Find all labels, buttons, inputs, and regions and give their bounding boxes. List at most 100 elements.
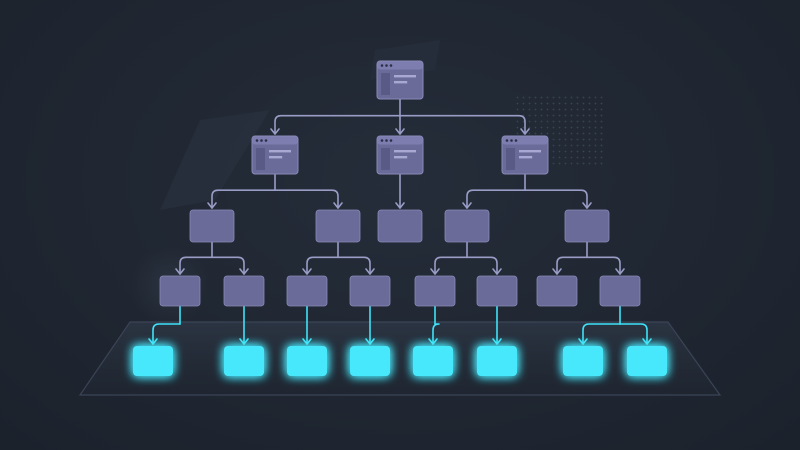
leaf-node-leaf-e [413, 346, 453, 376]
arrow-head [642, 338, 652, 345]
connector-branch [466, 256, 498, 275]
connector-branch [586, 256, 621, 275]
sub-branch-node-l3-d [349, 275, 391, 307]
connector-branch [274, 189, 339, 209]
window-text-line [394, 81, 408, 84]
leaf-node-leaf-c [287, 346, 327, 376]
arrow-head [365, 338, 375, 345]
window-sidebar-block [381, 73, 390, 95]
arrow-head [462, 202, 472, 209]
leaf-node-leaf-f [477, 346, 517, 376]
arrow-head [395, 128, 405, 135]
arrow-head [552, 268, 562, 275]
branch-node-l2-c [377, 209, 423, 243]
window-dot [260, 139, 263, 142]
arrow-head [395, 202, 405, 209]
window-dot [255, 139, 259, 142]
window-dot [385, 64, 388, 67]
connector-l3-c [302, 305, 312, 345]
arrow-head [239, 268, 249, 275]
connector-l3-a [148, 305, 181, 345]
branch-node-l2-b [315, 209, 361, 243]
window-node-l1-a [251, 135, 299, 175]
connector-branch [399, 114, 526, 135]
window-node-l1-b [376, 135, 424, 175]
connector-l3-f [492, 305, 502, 345]
sub-branch-node-l3-h [599, 275, 641, 307]
connector-branch [619, 323, 648, 345]
arrow-head [365, 268, 375, 275]
connector-branch [466, 189, 526, 209]
branch-node-l2-a [189, 209, 235, 243]
platform-base [78, 321, 722, 396]
sub-branch-node-l3-e [414, 275, 456, 307]
window-dot [514, 139, 518, 142]
window-dot [264, 139, 268, 142]
window-node-l1-c [501, 135, 549, 175]
window-dot [389, 64, 393, 67]
window-dot [389, 139, 393, 142]
arrow-head [302, 338, 312, 345]
connector-root-level1 [270, 98, 530, 135]
connector-lines [148, 98, 652, 345]
arrow-head [270, 128, 280, 135]
connector-branch [211, 256, 245, 275]
arrow-head [239, 338, 249, 345]
leaf-node-leaf-a [133, 346, 173, 376]
connector-branch [432, 323, 440, 345]
window-title-bar [377, 136, 423, 145]
connector-l3-d [365, 305, 375, 345]
arrow-head [175, 268, 185, 275]
window-sidebar-block [256, 148, 265, 170]
connector-l1-a [207, 173, 343, 209]
window-title-bar [252, 136, 298, 145]
connector-branch [274, 114, 401, 135]
arrow-head [520, 128, 530, 135]
connector-l2-e [552, 241, 625, 275]
connector-l1-c [462, 173, 592, 209]
window-sidebar-block [381, 148, 390, 170]
connector-branch [152, 323, 181, 345]
window-node-root [376, 60, 424, 100]
branch-node-l2-e [564, 209, 610, 243]
connector-l3-b [239, 305, 249, 345]
window-text-line [519, 156, 533, 159]
leaf-node-leaf-b [224, 346, 264, 376]
window-text-line [394, 150, 416, 153]
arrow-head [148, 338, 158, 345]
window-dot [505, 139, 509, 142]
connector-l2-d [430, 241, 502, 275]
connector-branch [306, 256, 339, 275]
window-text-line [269, 150, 291, 153]
connector-l3-h [578, 305, 652, 345]
connector-branch [582, 323, 621, 345]
connector-branch [556, 256, 588, 275]
connector-l2-a [175, 241, 249, 275]
sub-branch-node-l3-b [223, 275, 265, 307]
sub-branch-node-l3-a [159, 275, 201, 307]
sub-branch-node-l3-f [476, 275, 518, 307]
arrow-head [430, 268, 440, 275]
leaf-node-leaf-d [350, 346, 390, 376]
arrow-head [207, 202, 217, 209]
arrow-head [333, 202, 343, 209]
connector-branch [524, 189, 588, 209]
window-text-line [394, 156, 408, 159]
arrow-head [428, 338, 438, 345]
window-text-line [394, 75, 416, 78]
connector-branch [179, 256, 213, 275]
leaf-node-leaf-h [627, 346, 667, 376]
window-sidebar-block [506, 148, 515, 170]
leaf-node-leaf-g [563, 346, 603, 376]
window-title-bar [377, 61, 423, 70]
window-dot [385, 139, 388, 142]
arrow-head [492, 268, 502, 275]
light-sheen-left [160, 110, 270, 210]
window-dot [380, 64, 384, 67]
connector-branch [337, 256, 371, 275]
arrow-head [582, 202, 592, 209]
connector-l3-e [428, 305, 440, 345]
window-title-bar [502, 136, 548, 145]
